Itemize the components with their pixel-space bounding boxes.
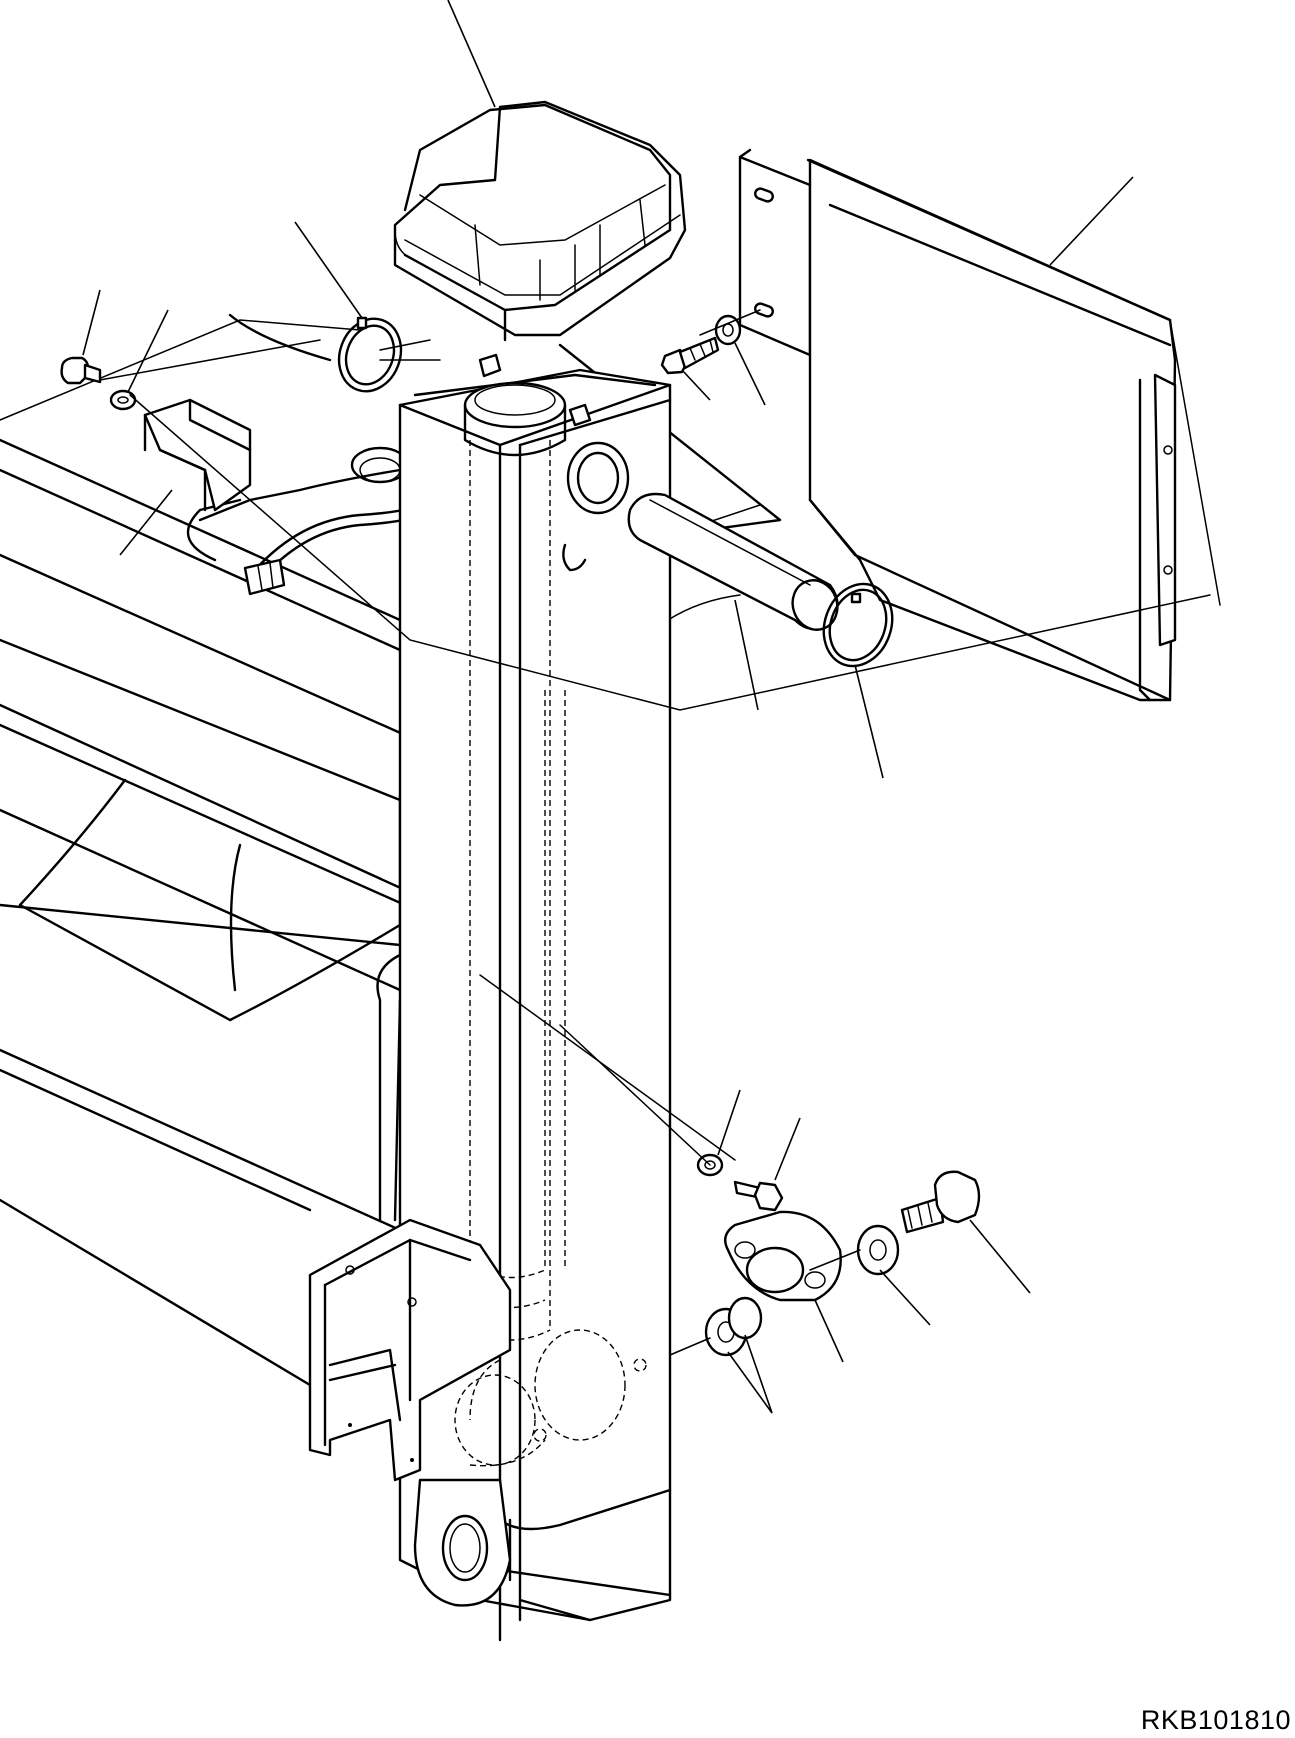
- bolt-lower-middle: [696, 1153, 784, 1212]
- circlip-upper: [337, 316, 441, 393]
- small-bolt-upper-left: [60, 356, 137, 411]
- mounting-bracket: [308, 1218, 512, 1482]
- shield-plate: [738, 148, 1177, 702]
- drawing-code: RKB101810: [1140, 1705, 1291, 1735]
- vertical-column: [398, 353, 672, 1642]
- leader-lines: [82, 0, 1134, 1414]
- assembly-lines: [99, 309, 1221, 1356]
- bolt-shield-upper: [660, 314, 742, 375]
- flange-assembly: [704, 1170, 981, 1357]
- top-cover: [393, 100, 687, 342]
- pin-assembly: [627, 492, 894, 668]
